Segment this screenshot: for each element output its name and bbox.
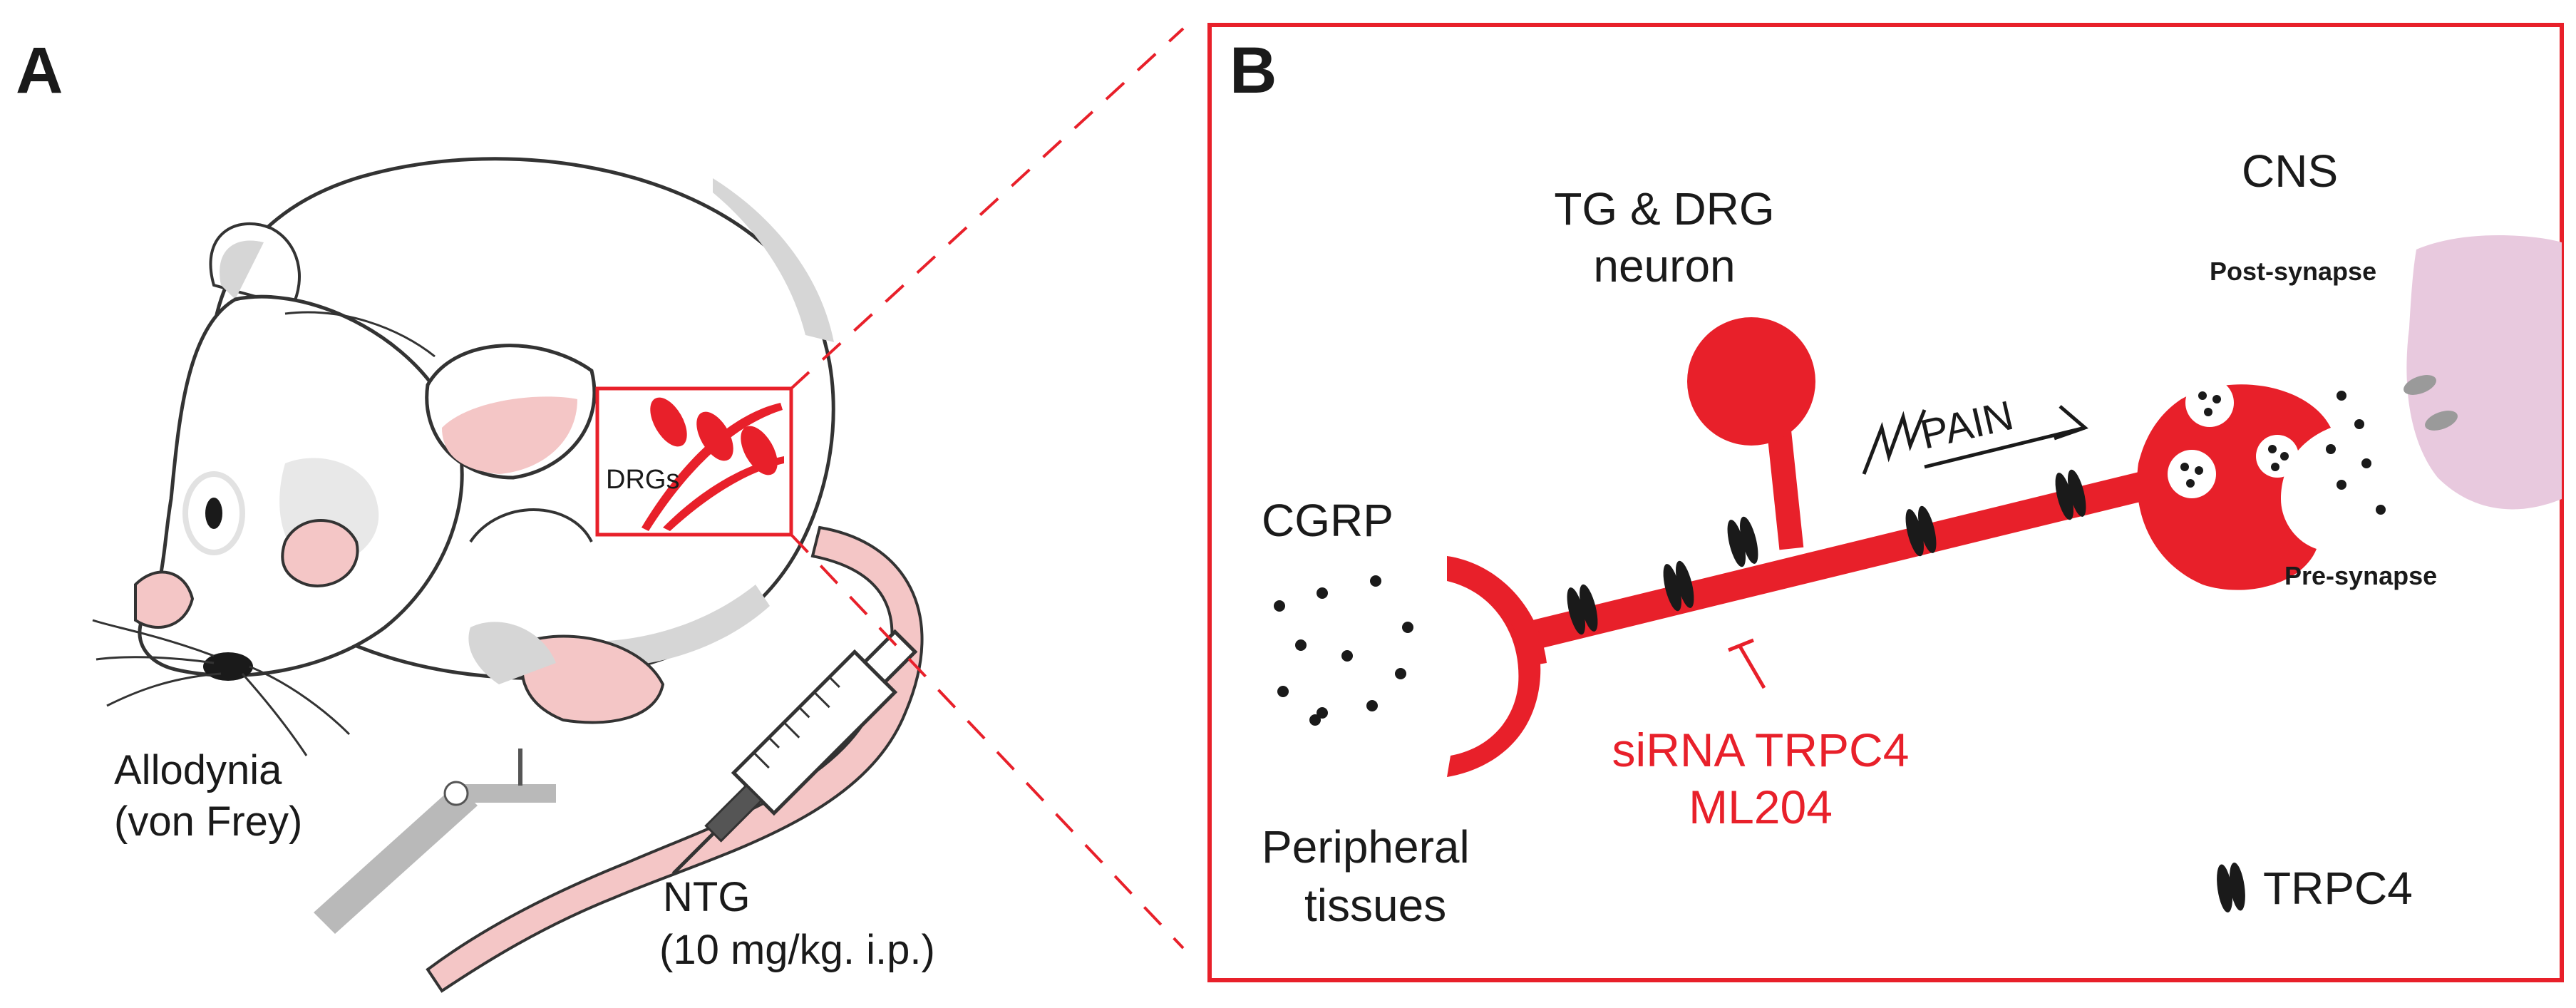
trpc4-channel xyxy=(2055,469,2086,520)
panel-b: B xyxy=(1207,23,2564,982)
von-frey-label: (von Frey) xyxy=(114,798,302,845)
mouse-hind-paw xyxy=(520,634,665,724)
inhibitor-label: siRNA TRPC4 xyxy=(1612,724,1910,776)
trpc4-channels xyxy=(1567,469,2086,635)
eye-shade xyxy=(182,471,245,555)
ntg-dose-label: (10 mg/kg. i.p.) xyxy=(659,927,935,973)
cgrp-label: CGRP xyxy=(1262,495,1393,546)
drg-icon xyxy=(642,397,784,531)
front-ear-inner xyxy=(442,396,577,474)
inhibitor-symbol xyxy=(1728,638,1766,689)
post-synapse xyxy=(2406,235,2562,510)
back-ear-shade xyxy=(220,240,264,299)
zoom-line-bottom xyxy=(790,533,1185,950)
hind-leg-shade xyxy=(468,622,556,684)
receptor-1 xyxy=(2404,375,2436,395)
body-fold xyxy=(469,508,593,543)
trpc4-channel xyxy=(1663,560,1694,612)
cns-label: CNS xyxy=(2242,145,2338,197)
mouse-eye xyxy=(205,498,222,529)
inhibitor-label-2: ML204 xyxy=(1689,781,1833,833)
legend-label: TRPC4 xyxy=(2263,863,2413,914)
panel-a: A xyxy=(16,27,1185,993)
neuron-stem xyxy=(1766,426,1804,550)
syringe xyxy=(671,629,918,875)
mouse-paw-front xyxy=(134,570,195,629)
peripheral-label-2: tissues xyxy=(1304,880,1446,931)
vesicle-1 xyxy=(2185,379,2234,427)
neuron-axon xyxy=(1532,463,2181,649)
head-line xyxy=(284,311,436,358)
drg-label: DRGs xyxy=(606,465,679,495)
allodynia-label: Allodynia xyxy=(114,747,282,793)
trpc4-channel xyxy=(1905,505,1937,557)
panel-b-frame xyxy=(1207,23,2564,982)
vesicle-2 xyxy=(2168,450,2216,498)
panel-b-letter: B xyxy=(1230,34,1277,107)
neuron-label: TG & DRG xyxy=(1554,183,1774,235)
trpc4-channel xyxy=(1727,516,1758,567)
vesicle-dots xyxy=(2180,391,2289,488)
synaptic-dots xyxy=(2326,391,2386,515)
pain-arrow xyxy=(1862,405,2088,475)
body-shade xyxy=(713,178,834,342)
cgrp-dots xyxy=(1274,575,1413,726)
mouse-inner-ear xyxy=(281,519,359,587)
ntg-label: NTG xyxy=(663,874,750,920)
panel-a-letter: A xyxy=(16,34,63,107)
legend-trpc4-icon xyxy=(2217,863,2245,912)
whiskers xyxy=(92,619,351,756)
trpc4-channel xyxy=(1567,584,1598,635)
zoom-line-top xyxy=(790,27,1185,390)
neuron-label-2: neuron xyxy=(1593,240,1735,292)
peripheral-terminal-upper xyxy=(1447,556,1547,667)
neuron-soma xyxy=(1687,317,1815,446)
von-frey-filament xyxy=(314,749,556,934)
receptor-2 xyxy=(2425,411,2458,431)
pre-synapse-label: Pre-synapse xyxy=(2284,561,2437,590)
post-synapse-label: Post-synapse xyxy=(2210,257,2376,286)
vesicle-3 xyxy=(2256,435,2299,478)
peripheral-label: Peripheral xyxy=(1262,821,1470,873)
